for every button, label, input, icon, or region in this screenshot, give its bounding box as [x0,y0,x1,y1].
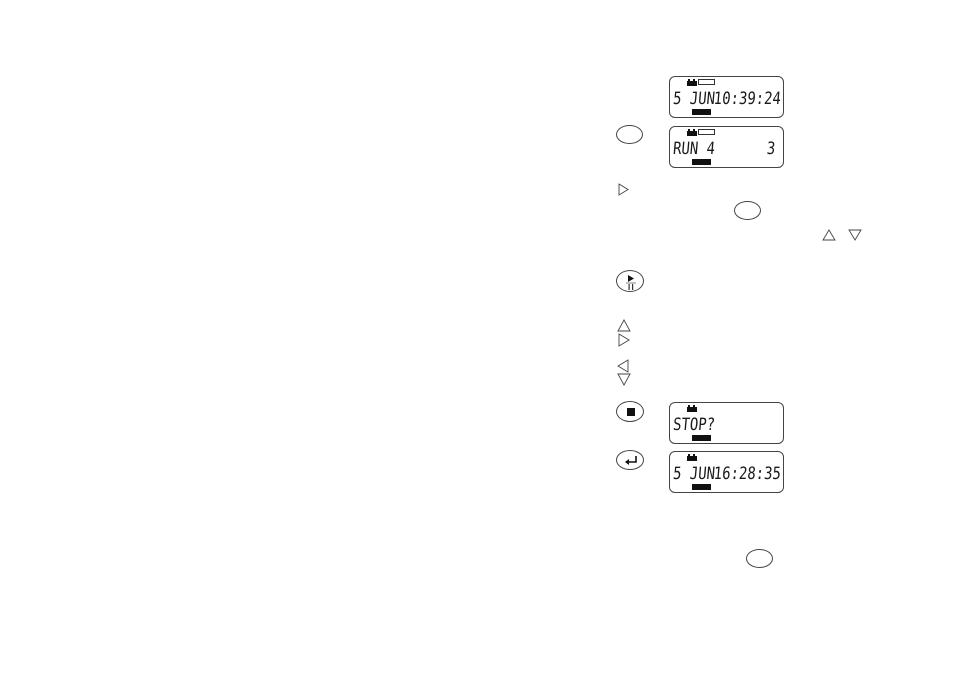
battery-icon [687,129,697,136]
lcd-display-date-time: 5 JUN 10:39:24 [669,76,784,118]
battery-icon [687,79,697,86]
lcd-stop-prompt: STOP? [672,415,716,435]
lcd-indicator-bar [692,109,711,115]
enter-button[interactable] [616,450,644,470]
lcd-date: 5 JUN [672,89,716,109]
battery-icon [687,405,697,412]
down-triangle-icon [848,229,862,241]
right-triangle-icon [618,183,629,196]
stop-button[interactable] [616,401,644,422]
up-triangle-icon [617,319,631,332]
left-triangle-icon [617,359,629,373]
down-triangle-icon [617,373,631,386]
lcd-run-value: 3 [765,139,776,159]
stop-icon [627,408,635,416]
blank-oval-button-icon[interactable] [746,549,773,568]
lcd-indicator-bar [692,484,711,490]
up-triangle-icon [822,229,836,241]
lcd-indicator-bar [692,159,711,165]
blank-oval-button-icon[interactable] [734,201,761,220]
status-box [698,129,715,135]
lcd-indicator-bar [692,435,711,441]
lcd-time: 10:39:24 [712,89,782,109]
lcd-display-date-time-2: 5 JUN 16:28:35 [669,451,784,493]
right-triangle-icon [618,333,630,347]
play-pause-button[interactable] [616,270,644,292]
lcd-time: 16:28:35 [712,464,782,484]
lcd-run-label: RUN 4 [672,139,716,159]
lcd-display-stop: STOP? [669,402,784,444]
lcd-date: 5 JUN [672,464,716,484]
status-box [698,79,715,85]
lcd-display-run: RUN 4 3 [669,126,784,168]
blank-oval-button-icon[interactable] [616,125,643,144]
play-pause-icon [626,275,636,290]
enter-return-icon [625,456,637,465]
battery-icon [687,454,697,461]
